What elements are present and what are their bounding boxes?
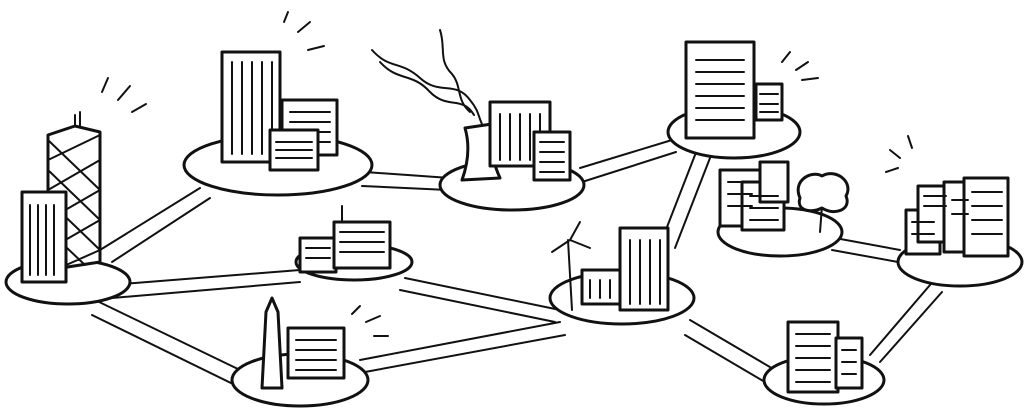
tall-building [20,190,68,284]
power-plant-node [371,29,586,212]
network-roads [91,139,943,386]
smoke-plume [371,29,485,129]
office-block [286,326,346,380]
small-office [532,130,572,182]
top-right-tower-node [666,40,819,160]
small-office [754,82,784,122]
office-block [786,320,864,394]
small-office [268,128,320,172]
middle-small-node [294,205,414,282]
buildings [718,160,790,232]
far-right-node [885,135,1024,288]
right-tree-node [716,160,850,258]
obelisk [260,296,284,390]
top-left-offices-node [182,11,374,197]
bottom-monument-node [230,296,389,408]
tree [796,172,850,233]
left-towers-node [4,77,147,306]
activity-lines [101,77,147,113]
office-cluster [904,176,1010,258]
activity-lines [885,135,913,173]
tower [618,226,670,312]
activity-lines [351,305,389,337]
activity-lines [283,11,325,51]
center-wind-node [548,221,696,326]
bottom-right-node [762,320,886,406]
small-buildings [298,220,392,274]
activity-lines [781,51,819,81]
wind-turbine [551,221,591,311]
large-tower [684,40,756,140]
